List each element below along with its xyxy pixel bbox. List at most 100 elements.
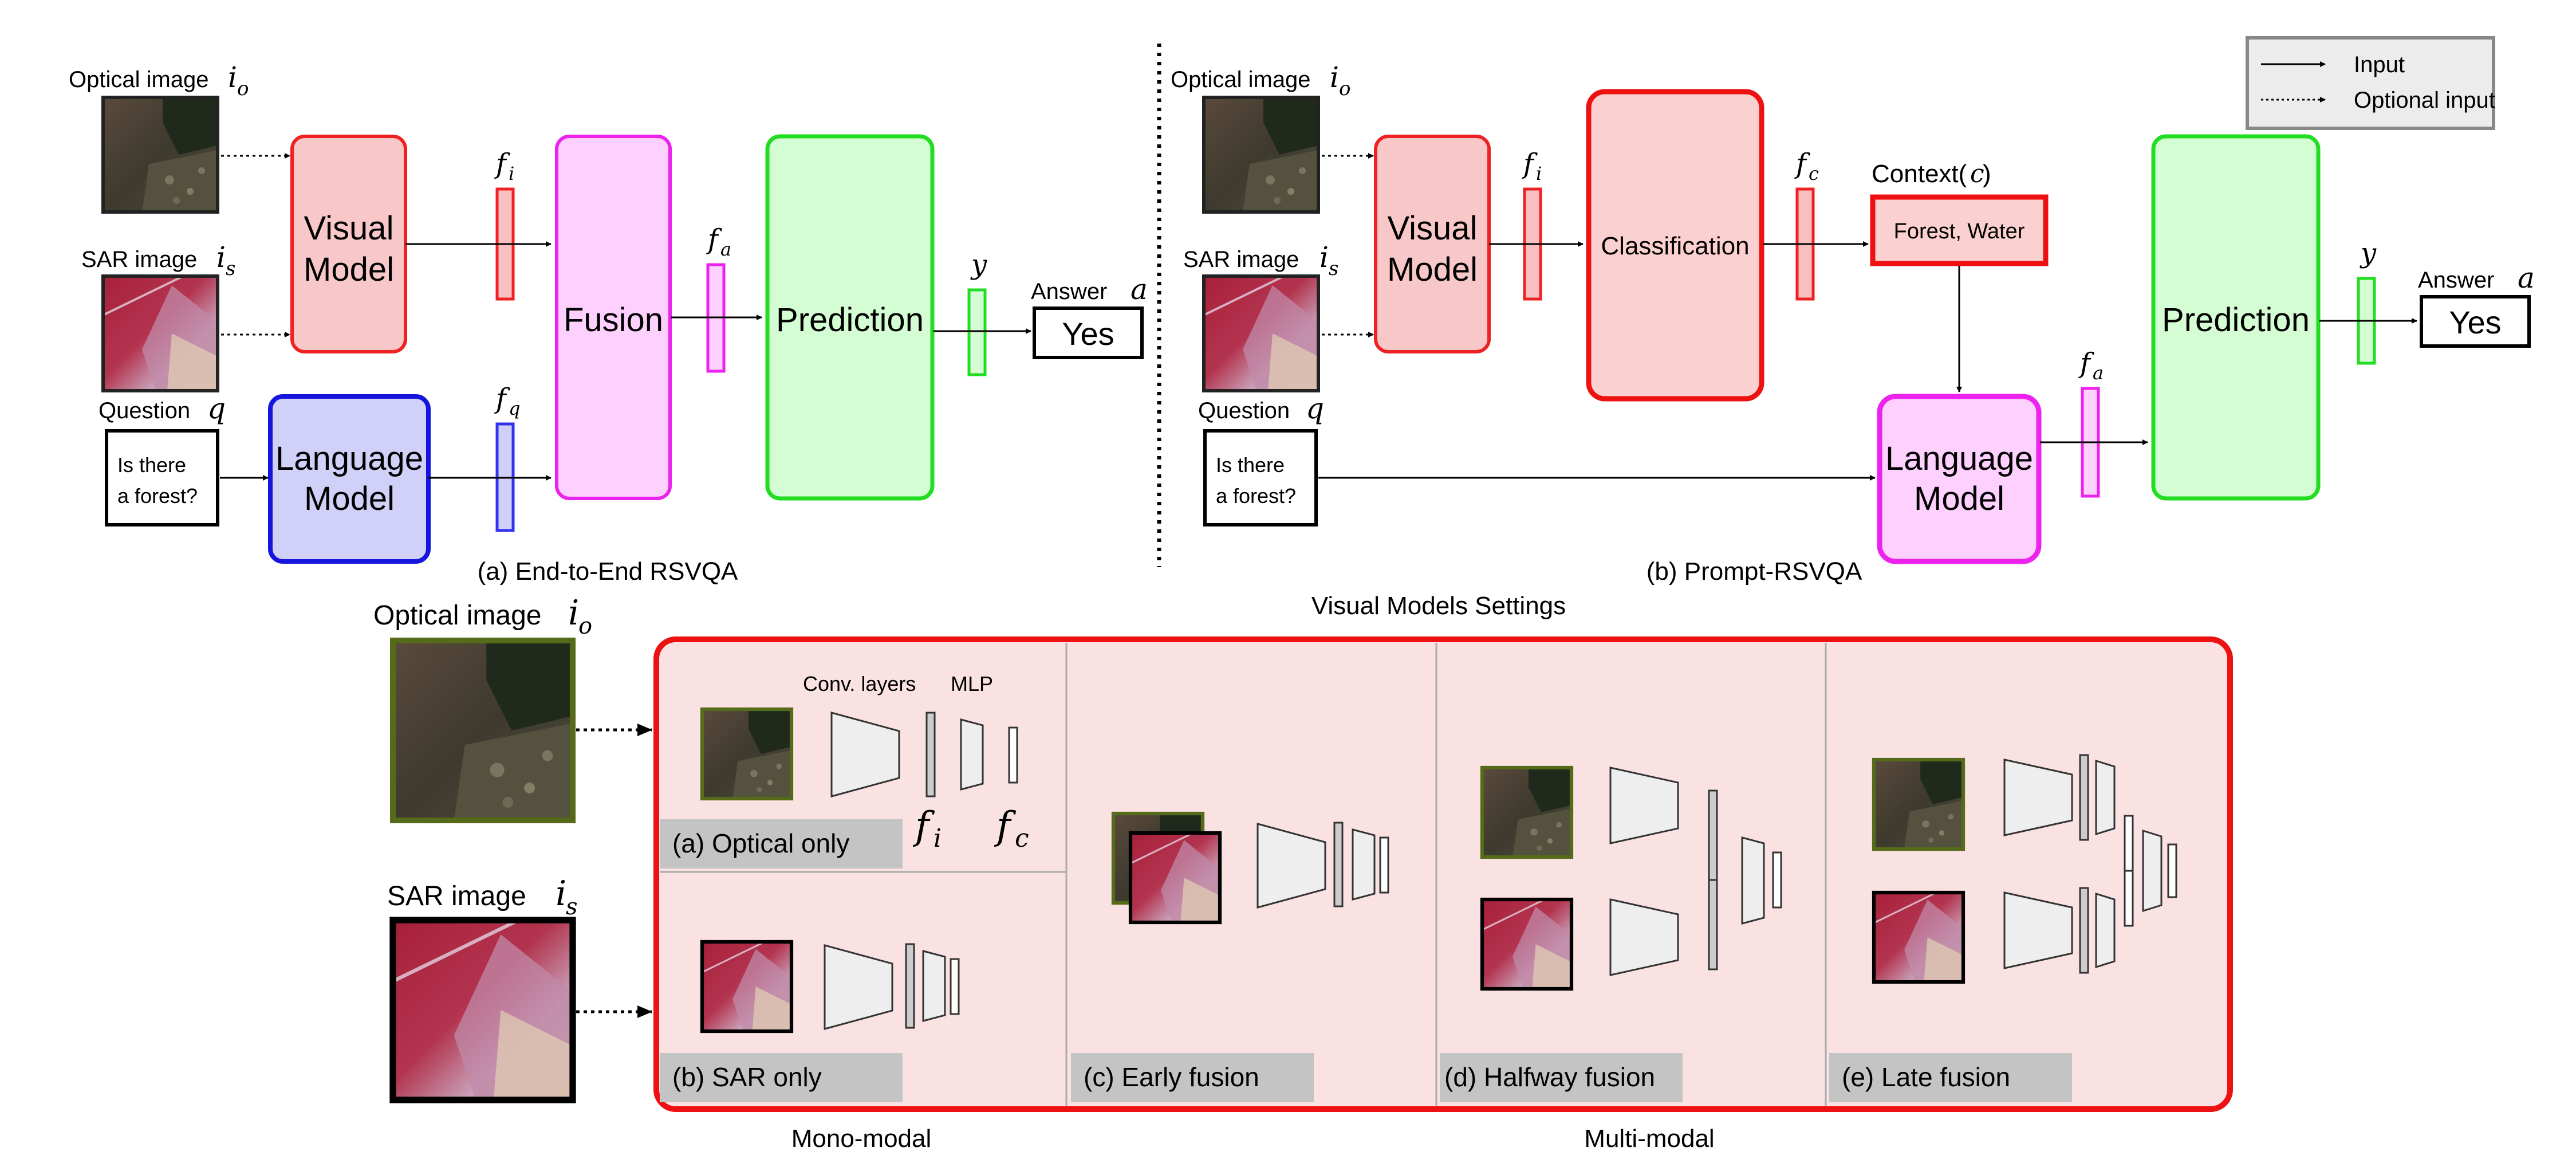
panel-sar-only: (b) SAR only bbox=[660, 940, 960, 1102]
legend-input-label: Input bbox=[2354, 52, 2405, 77]
prompt-context-label: Context( bbox=[1872, 160, 1967, 188]
halfway-sar-conv bbox=[1609, 898, 1679, 976]
e2e-visual-model-line1: Visual bbox=[304, 210, 394, 247]
e2e-language-model-line2: Model bbox=[304, 480, 395, 517]
prompt-question-symbol: q bbox=[1306, 392, 1324, 425]
e2e-optical-image bbox=[101, 96, 219, 214]
late-sar-mlp bbox=[2095, 892, 2116, 969]
e2e-question-symbol: q bbox=[207, 392, 226, 425]
prompt-fc-sub: c bbox=[1809, 163, 1819, 184]
visual-models-settings: Visual Models Settings Optical image i o… bbox=[373, 592, 2233, 1153]
e2e-prediction-label: Prediction bbox=[776, 301, 924, 339]
e2e-y-feature bbox=[967, 288, 987, 376]
optical-only-image bbox=[700, 707, 794, 801]
early-fusion-fc-bar bbox=[1379, 836, 1389, 894]
prompt-prediction-label: Prediction bbox=[2162, 301, 2310, 339]
late-optical-mlp bbox=[2095, 759, 2116, 836]
settings-optical-symbol: i bbox=[568, 593, 579, 633]
e2e-caption: (a) End-to-End RSVQA bbox=[478, 557, 738, 586]
settings-fc-sub: c bbox=[1015, 824, 1029, 853]
sar-only-label: (b) SAR only bbox=[672, 1062, 822, 1092]
prompt-language-model bbox=[1877, 394, 2042, 564]
optical-only-mlp bbox=[960, 718, 984, 791]
e2e-optical-symbol: i bbox=[228, 61, 237, 94]
late-sar-fc-bar bbox=[2124, 870, 2134, 927]
legend: Input Optional input bbox=[2246, 36, 2495, 130]
prompt-classification-label: Classification bbox=[1601, 232, 1749, 260]
settings-fi-sub: i bbox=[933, 824, 942, 853]
optical-only-label-bar bbox=[660, 819, 903, 869]
e2e-fusion bbox=[555, 135, 672, 500]
panel-halfway-fusion: (d) Halfway fusion bbox=[1440, 765, 1782, 1102]
prompt-context-box bbox=[1870, 194, 2049, 266]
e2e-question-line2: a forest? bbox=[117, 484, 198, 508]
e2e-fi-sub: i bbox=[509, 163, 514, 184]
e2e-fq-sub: q bbox=[509, 398, 520, 419]
halfway-sar-image bbox=[1480, 897, 1574, 991]
prompt-y-symbol: y bbox=[2360, 237, 2377, 269]
settings-title: Visual Models Settings bbox=[1311, 592, 1566, 620]
halfway-fusion-label-bar bbox=[1440, 1053, 1683, 1102]
late-optical-conv bbox=[2003, 759, 2073, 836]
e2e-fq-symbol: f bbox=[494, 383, 510, 415]
early-fusion-conv-trapezoid bbox=[1257, 823, 1326, 909]
sar-only-mlp bbox=[922, 950, 946, 1022]
e2e-fi-symbol: f bbox=[494, 148, 510, 180]
optical-only-label: (a) Optical only bbox=[672, 828, 849, 858]
prompt-answer-value: Yes bbox=[2449, 304, 2501, 340]
late-optical-feature-bar bbox=[2079, 754, 2089, 841]
prompt-context-symbol: c bbox=[1970, 159, 1984, 188]
e2e-arrows bbox=[220, 153, 1031, 481]
prompt-question-line2: a forest? bbox=[1216, 484, 1296, 508]
prompt-sar-sub: s bbox=[1329, 257, 1338, 280]
prompt-visual-model-line1: Visual bbox=[1388, 210, 1478, 247]
mono-modal-label: Mono-modal bbox=[791, 1125, 932, 1153]
prompt-answer-symbol: a bbox=[2518, 261, 2535, 294]
late-fusion-label-bar bbox=[1829, 1053, 2072, 1102]
settings-optical-label: Optical image bbox=[373, 600, 541, 631]
e2e-y-symbol: y bbox=[970, 249, 987, 281]
prompt-optical-sub: o bbox=[1339, 77, 1350, 100]
prompt-question-line1: Is there bbox=[1216, 453, 1285, 477]
halfway-fc-bar bbox=[1772, 851, 1782, 909]
sar-only-fc-bar bbox=[950, 958, 960, 1015]
early-fusion-label-bar bbox=[1071, 1053, 1314, 1102]
e2e-sar-label: SAR image bbox=[81, 247, 197, 272]
halfway-sar-feature-bar bbox=[1708, 879, 1718, 970]
prompt-caption: (b) Prompt-RSVQA bbox=[1647, 557, 1862, 586]
prompt-fi-symbol: f bbox=[1522, 148, 1538, 180]
prompt-context-value: Forest, Water bbox=[1894, 219, 2025, 243]
early-fusion-mlp bbox=[1352, 828, 1376, 901]
e2e-language-model-line1: Language bbox=[275, 440, 423, 477]
prompt-fa-sub: a bbox=[2093, 362, 2104, 384]
e2e-answer-value: Yes bbox=[1062, 316, 1114, 352]
settings-optical-image bbox=[389, 637, 576, 824]
e2e-question-label: Question bbox=[99, 398, 190, 423]
e2e-sar-image bbox=[101, 274, 219, 392]
halfway-optical-feature-bar bbox=[1708, 789, 1718, 881]
prompt-answer-box bbox=[2420, 295, 2531, 348]
settings-sar-label: SAR image bbox=[387, 881, 526, 911]
prompt-fc-symbol: f bbox=[1794, 148, 1810, 180]
settings-sar-image bbox=[389, 917, 576, 1103]
prompt-optical-label: Optical image bbox=[1171, 67, 1311, 92]
late-fusion-fc-bar bbox=[2167, 843, 2177, 898]
settings-dividers bbox=[660, 643, 1827, 1106]
panel-optical-only: Conv. layers MLP f i f c (a) Optical onl… bbox=[660, 672, 1029, 869]
prompt-prediction bbox=[2151, 134, 2321, 501]
conv-layers-label: Conv. layers bbox=[803, 672, 916, 695]
settings-sar-sub: s bbox=[566, 894, 578, 920]
legend-box bbox=[2246, 36, 2495, 130]
halfway-optical-image bbox=[1480, 765, 1574, 859]
prompt-optical-symbol: i bbox=[1330, 61, 1339, 94]
early-fusion-fi-bar bbox=[1333, 822, 1344, 907]
optical-only-fc-bar bbox=[1008, 726, 1018, 784]
e2e-sar-sub: s bbox=[226, 257, 235, 280]
e2e-fa-sub: a bbox=[720, 238, 731, 260]
prompt-sar-label: SAR image bbox=[1183, 247, 1299, 272]
prompt-sar-symbol: i bbox=[1319, 241, 1329, 274]
late-fusion-mlp bbox=[2142, 829, 2163, 913]
mlp-label: MLP bbox=[951, 672, 993, 695]
sar-only-conv-trapezoid bbox=[824, 944, 893, 1030]
